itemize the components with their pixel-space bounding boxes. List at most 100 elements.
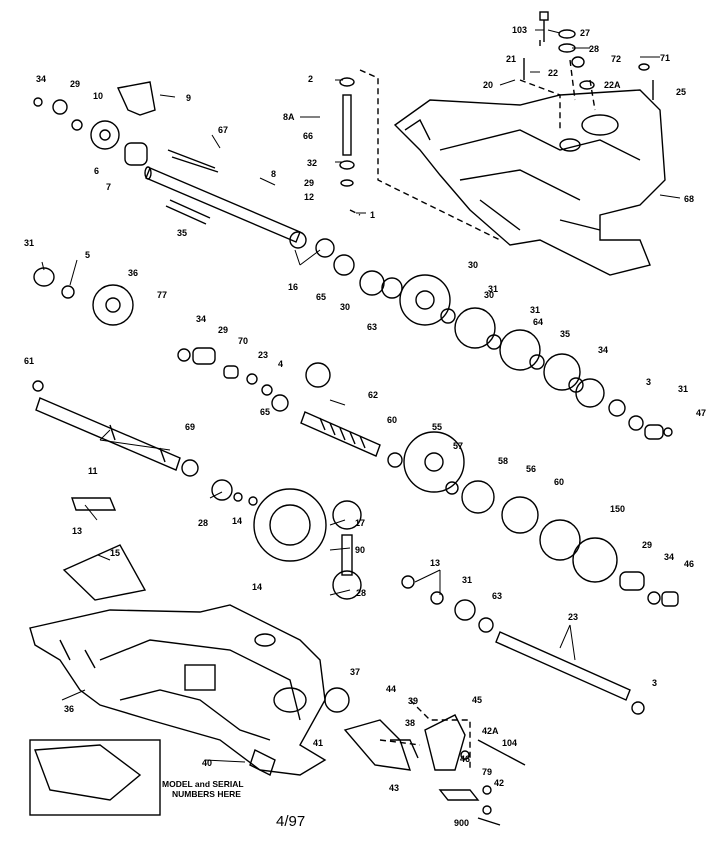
callout-39: 39 [408, 696, 418, 706]
callout-40: 40 [202, 758, 212, 768]
misc-parts [29, 81, 353, 816]
callout-8: 8 [271, 169, 276, 179]
washers [32, 97, 679, 715]
callout-5: 5 [85, 250, 90, 260]
callout-36: 36 [128, 268, 138, 278]
callout-23: 23 [258, 350, 268, 360]
callout-30: 30 [340, 302, 350, 312]
callout-44: 44 [386, 684, 396, 694]
inset-label-line1: MODEL and SERIAL [162, 779, 244, 789]
callout-21: 21 [506, 54, 516, 64]
shift-bracket [343, 714, 526, 826]
callout-9: 9 [186, 93, 191, 103]
callout-31: 31 [24, 238, 34, 248]
callout-103: 103 [512, 25, 527, 35]
callout-28: 28 [589, 44, 599, 54]
callout-45: 45 [472, 695, 482, 705]
callout-29: 29 [218, 325, 228, 335]
callout-46: 46 [684, 559, 694, 569]
assembly-lines [349, 40, 596, 770]
callout-6: 6 [94, 166, 99, 176]
callout-34: 34 [664, 552, 674, 562]
callout-38: 38 [405, 718, 415, 728]
lower-housing [29, 604, 327, 776]
gear-set [90, 120, 618, 621]
callout-77: 77 [157, 290, 167, 300]
callout-56: 56 [526, 464, 536, 474]
callout-27: 27 [580, 28, 590, 38]
callout-79: 79 [482, 767, 492, 777]
callout-60: 60 [554, 477, 564, 487]
leader-lines [41, 29, 681, 763]
callout-1: 1 [370, 210, 375, 220]
callout-3: 3 [652, 678, 657, 688]
callout-3: 3 [646, 377, 651, 387]
callout-30: 30 [468, 260, 478, 270]
shaft-4 [300, 411, 381, 457]
callout-70: 70 [238, 336, 248, 346]
date-code: 4/97 [276, 813, 306, 830]
callout-31: 31 [678, 384, 688, 394]
callout-12: 12 [304, 192, 314, 202]
callout-14: 14 [252, 582, 262, 592]
callout-900: 900 [454, 818, 469, 828]
callout-16: 16 [288, 282, 298, 292]
callout-43: 43 [389, 783, 399, 793]
callout-42: 42 [494, 778, 504, 788]
callout-60: 60 [387, 415, 397, 425]
callout-37: 37 [350, 667, 360, 677]
callout-68: 68 [684, 194, 694, 204]
callout-104: 104 [502, 738, 517, 748]
upper-housing [393, 89, 666, 276]
callout-30: 30 [484, 290, 494, 300]
callout-8A: 8A [283, 112, 295, 122]
callout-34: 34 [36, 74, 46, 84]
callout-20: 20 [483, 80, 493, 90]
callout-25: 25 [676, 87, 686, 97]
callout-17: 17 [355, 518, 365, 528]
callout-2: 2 [308, 74, 313, 84]
callout-22: 22 [548, 68, 558, 78]
callout-47: 47 [696, 408, 706, 418]
callout-66: 66 [303, 131, 313, 141]
callout-31: 31 [530, 305, 540, 315]
callout-46: 46 [460, 754, 470, 764]
callout-71: 71 [660, 53, 670, 63]
callout-34: 34 [598, 345, 608, 355]
callout-90: 90 [355, 545, 365, 555]
callout-13: 13 [72, 526, 82, 536]
callout-69: 69 [185, 422, 195, 432]
callout-28: 28 [198, 518, 208, 528]
callout-34: 34 [196, 314, 206, 324]
callout-10: 10 [93, 91, 103, 101]
callout-57: 57 [453, 441, 463, 451]
callout-72: 72 [611, 54, 621, 64]
callout-35: 35 [560, 329, 570, 339]
callout-55: 55 [432, 422, 442, 432]
callout-14: 14 [232, 516, 242, 526]
callout-31: 31 [488, 284, 498, 294]
callout-42A: 42A [482, 726, 499, 736]
callout-22A: 22A [604, 80, 621, 90]
callout-65: 65 [316, 292, 326, 302]
shaft-46 [495, 631, 631, 701]
inset-label-line2: NUMBERS HERE [172, 789, 241, 799]
callout-23: 23 [568, 612, 578, 622]
callout-7: 7 [106, 182, 111, 192]
callout-32: 32 [307, 158, 317, 168]
callout-63: 63 [492, 591, 502, 601]
shaft-47 [35, 397, 181, 471]
callout-11: 11 [88, 466, 98, 476]
callout-15: 15 [110, 548, 120, 558]
callout-36: 36 [64, 704, 74, 714]
callout-29: 29 [70, 79, 80, 89]
callout-61: 61 [24, 356, 34, 366]
callout-62: 62 [368, 390, 378, 400]
callout-4: 4 [278, 359, 283, 369]
callout-29: 29 [304, 178, 314, 188]
shaft-67 [144, 166, 301, 243]
callout-28: 28 [356, 588, 366, 598]
shaft-66 [339, 77, 355, 187]
